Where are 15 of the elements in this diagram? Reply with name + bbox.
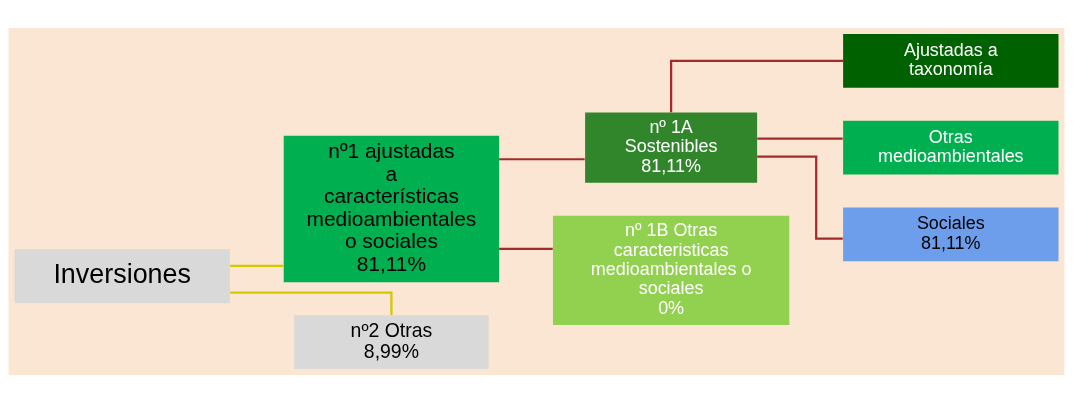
node-box: nº2 Otras 8,99% <box>294 315 489 369</box>
node-box: nº 1B Otras caracteristicas medioambientales o sociales 0% <box>552 215 790 325</box>
connector <box>670 59 844 113</box>
node-box: nº1 ajustadas a características medioambientales o sociales 81,11% <box>283 135 500 283</box>
connector <box>230 264 284 267</box>
connector <box>757 155 843 240</box>
connector <box>499 247 553 251</box>
connector <box>499 158 585 161</box>
node-box: Otras medioambientales <box>843 120 1059 175</box>
node-box: Ajustadas a taxonomía <box>843 34 1059 88</box>
node-box: nº 1A Sostenibles 81,11% <box>585 112 758 183</box>
node-box: Sociales 81,11% <box>843 207 1059 262</box>
connector <box>757 137 843 140</box>
node-box: Inversiones <box>14 249 230 304</box>
connector <box>230 291 393 316</box>
